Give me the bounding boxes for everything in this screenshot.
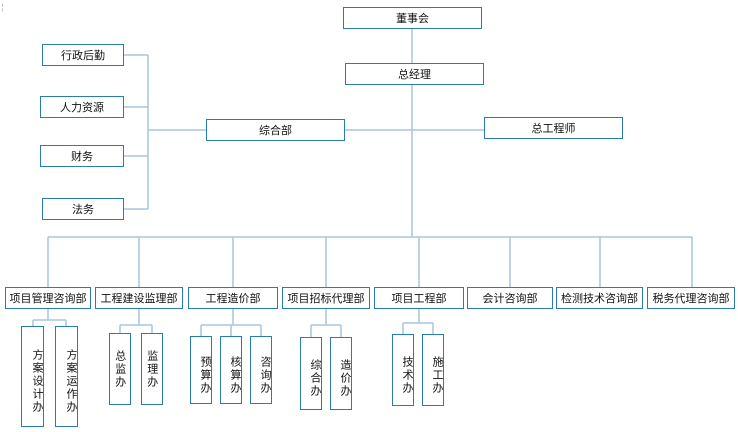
org-node-plan-operation: 方案运作办 <box>55 326 78 427</box>
org-node-plan-design: 方案设计办 <box>21 326 44 427</box>
org-node-hr: 人力资源 <box>40 96 124 118</box>
org-node-composite-office: 综合办 <box>300 337 322 410</box>
org-node-board: 董事会 <box>343 7 482 29</box>
org-node-testing: 检测技术咨询部 <box>556 287 643 309</box>
org-node-costing: 工程造价部 <box>188 287 278 309</box>
org-node-tax: 税务代理咨询部 <box>647 287 735 309</box>
org-node-construction-office: 施工办 <box>422 334 444 406</box>
org-node-gm: 总经理 <box>345 63 484 85</box>
org-node-bidding: 项目招标代理部 <box>282 287 370 309</box>
corner-mark: ¦ <box>1 3 5 13</box>
org-node-admin: 行政后勤 <box>42 44 124 66</box>
org-node-cost-office: 造价办 <box>330 337 352 410</box>
org-node-supervision-office: 监理办 <box>141 333 163 405</box>
org-node-general-dept: 综合部 <box>206 119 345 141</box>
org-node-pm-consult: 项目管理咨询部 <box>5 287 91 309</box>
org-node-accounting: 会计咨询部 <box>467 287 553 309</box>
org-node-legal: 法务 <box>42 198 124 220</box>
org-node-supervision: 工程建设监理部 <box>95 287 183 309</box>
org-node-finance: 财务 <box>40 145 124 167</box>
org-node-chief-engineer: 总工程师 <box>484 117 623 139</box>
org-node-consult-office: 咨询办 <box>250 336 272 404</box>
org-node-audit: 核算办 <box>220 336 242 404</box>
org-node-project-eng: 项目工程部 <box>374 287 464 309</box>
org-node-chief-supervision: 总监办 <box>109 333 131 405</box>
org-node-budget: 预算办 <box>190 336 212 404</box>
org-node-tech-office: 技术办 <box>392 334 414 406</box>
